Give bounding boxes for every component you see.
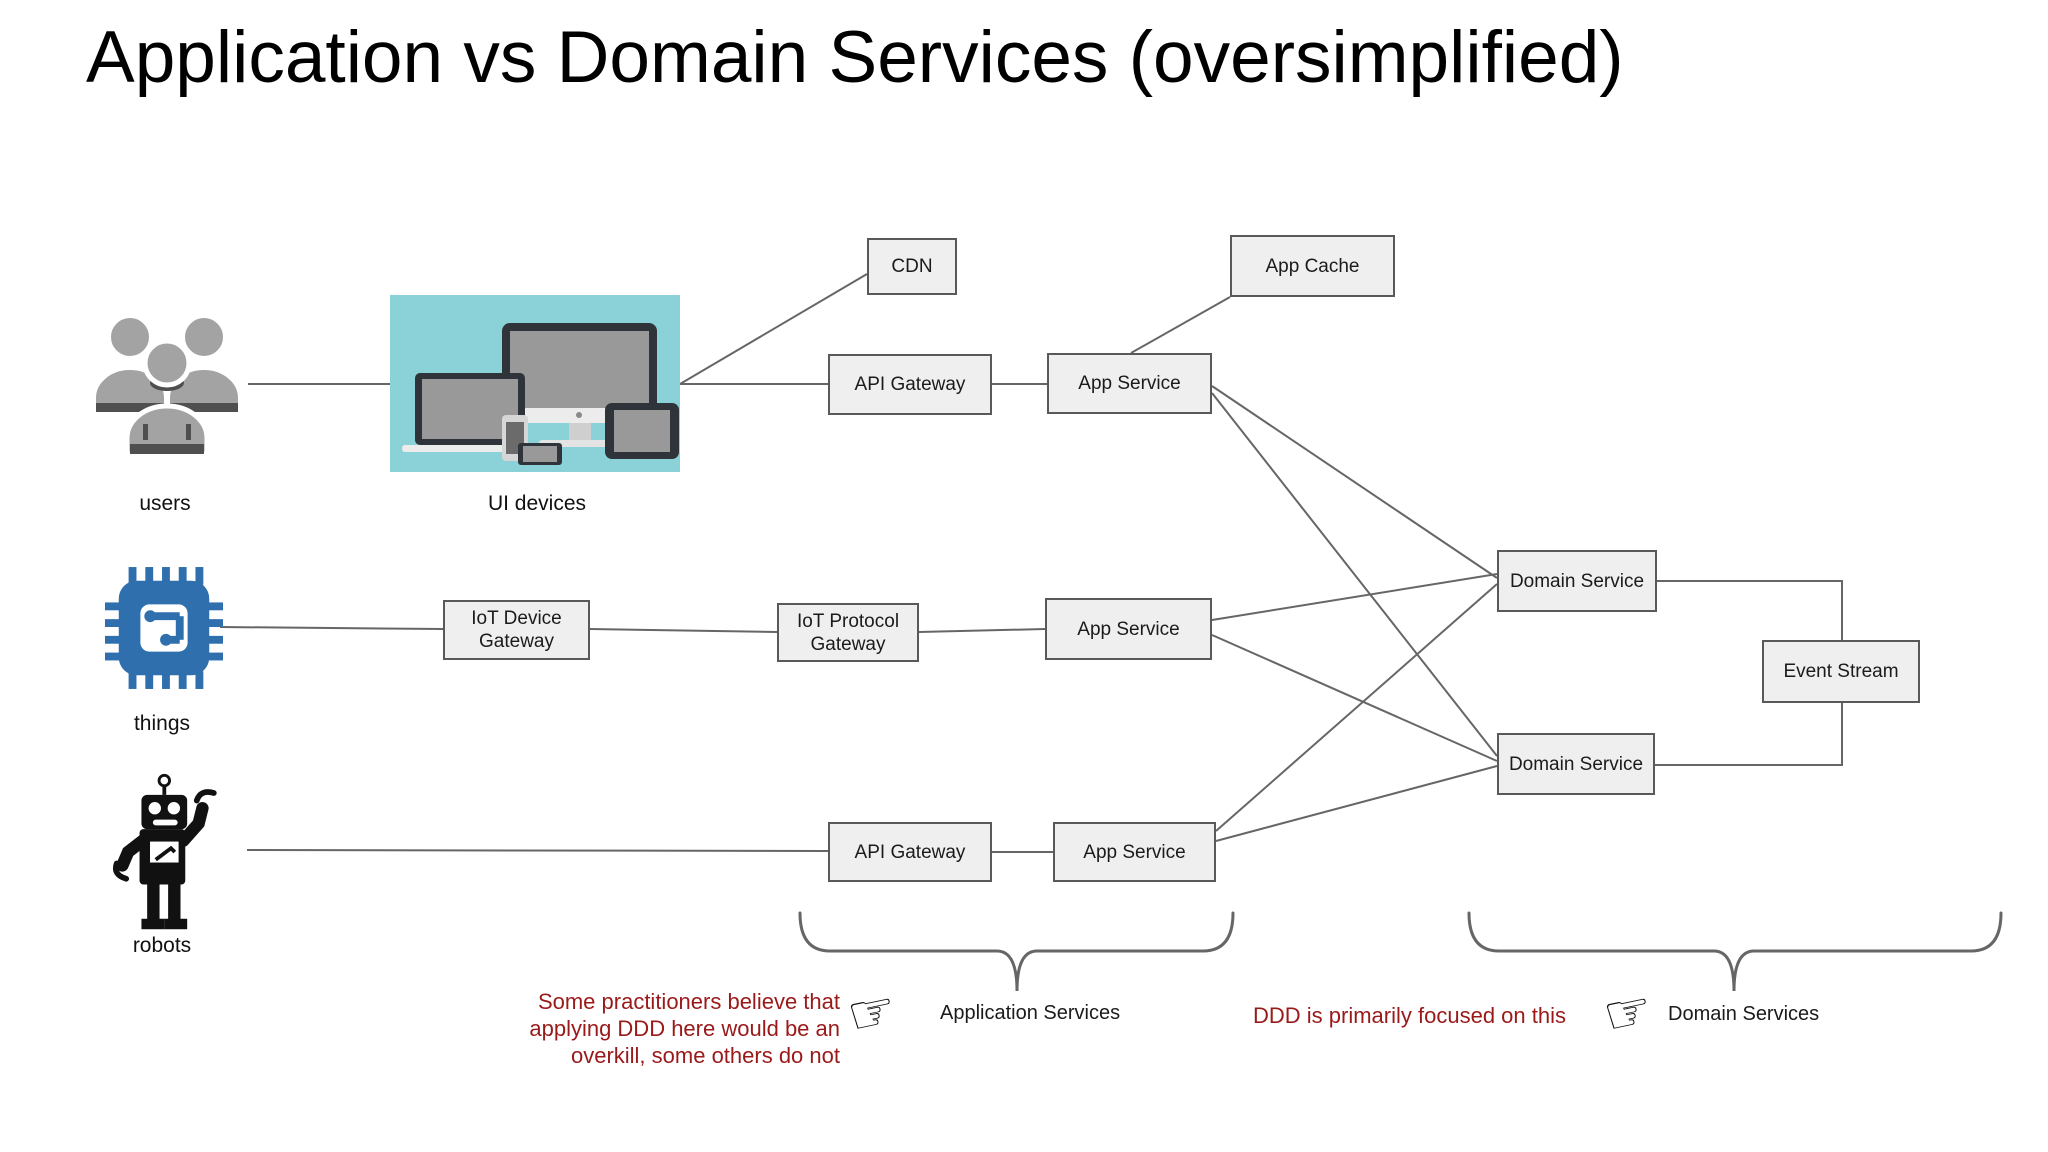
node-iot-protocol-gateway: IoT Protocol Gateway xyxy=(777,603,919,662)
node-cdn: CDN xyxy=(867,238,957,295)
left-note-line-2: applying DDD here would be an xyxy=(529,1016,840,1041)
ui-devices-image xyxy=(390,295,680,472)
node-app-service-bottom: App Service xyxy=(1053,822,1216,882)
edge-things-to-iot-device-gateway xyxy=(219,626,444,630)
node-domain-service-bottom: Domain Service xyxy=(1497,733,1655,795)
left-note-line-1: Some practitioners believe that xyxy=(537,989,840,1014)
node-app-cache: App Cache xyxy=(1230,235,1395,297)
robot-icon xyxy=(112,773,217,930)
node-event-stream: Event Stream xyxy=(1762,640,1920,703)
left-note: Some practitioners believe that applying… xyxy=(498,988,840,1069)
edge-app-service-to-app-cache xyxy=(1130,296,1231,354)
edge-app-services-to-domain-services xyxy=(1211,385,1498,842)
edge-iot-device-to-iot-protocol xyxy=(589,628,778,633)
domain-services-label: Domain Services xyxy=(1668,1003,1820,1025)
users-icon xyxy=(92,314,242,457)
edge-robots-to-api-gateway-bottom xyxy=(246,849,829,852)
things-label: things xyxy=(133,712,191,735)
robots-label: robots xyxy=(132,934,192,957)
right-note: DDD is primarily focused on this xyxy=(1253,1003,1566,1028)
node-app-service-mid: App Service xyxy=(1045,598,1212,660)
chip-icon xyxy=(105,567,223,689)
node-api-gateway-top: API Gateway xyxy=(828,354,992,415)
node-iot-device-gateway: IoT Device Gateway xyxy=(443,600,590,660)
node-app-service-top: App Service xyxy=(1047,353,1212,414)
application-services-label: Application Services xyxy=(940,1002,1121,1024)
page-title: Application vs Domain Services (oversimp… xyxy=(86,17,1624,98)
users-label: users xyxy=(139,492,191,515)
curly-brace-left xyxy=(798,911,1235,992)
curly-brace-right xyxy=(1467,911,2003,992)
edge-iot-protocol-to-app-service-mid xyxy=(918,628,1046,633)
edge-domain-services-to-event-stream xyxy=(1655,580,1843,766)
ui-devices-label: UI devices xyxy=(487,492,587,515)
edge-ui-devices-to-cdn xyxy=(679,273,868,385)
node-domain-service-top: Domain Service xyxy=(1497,550,1657,612)
left-note-line-3: overkill, some others do not xyxy=(570,1043,840,1068)
node-api-gateway-bottom: API Gateway xyxy=(828,822,992,882)
